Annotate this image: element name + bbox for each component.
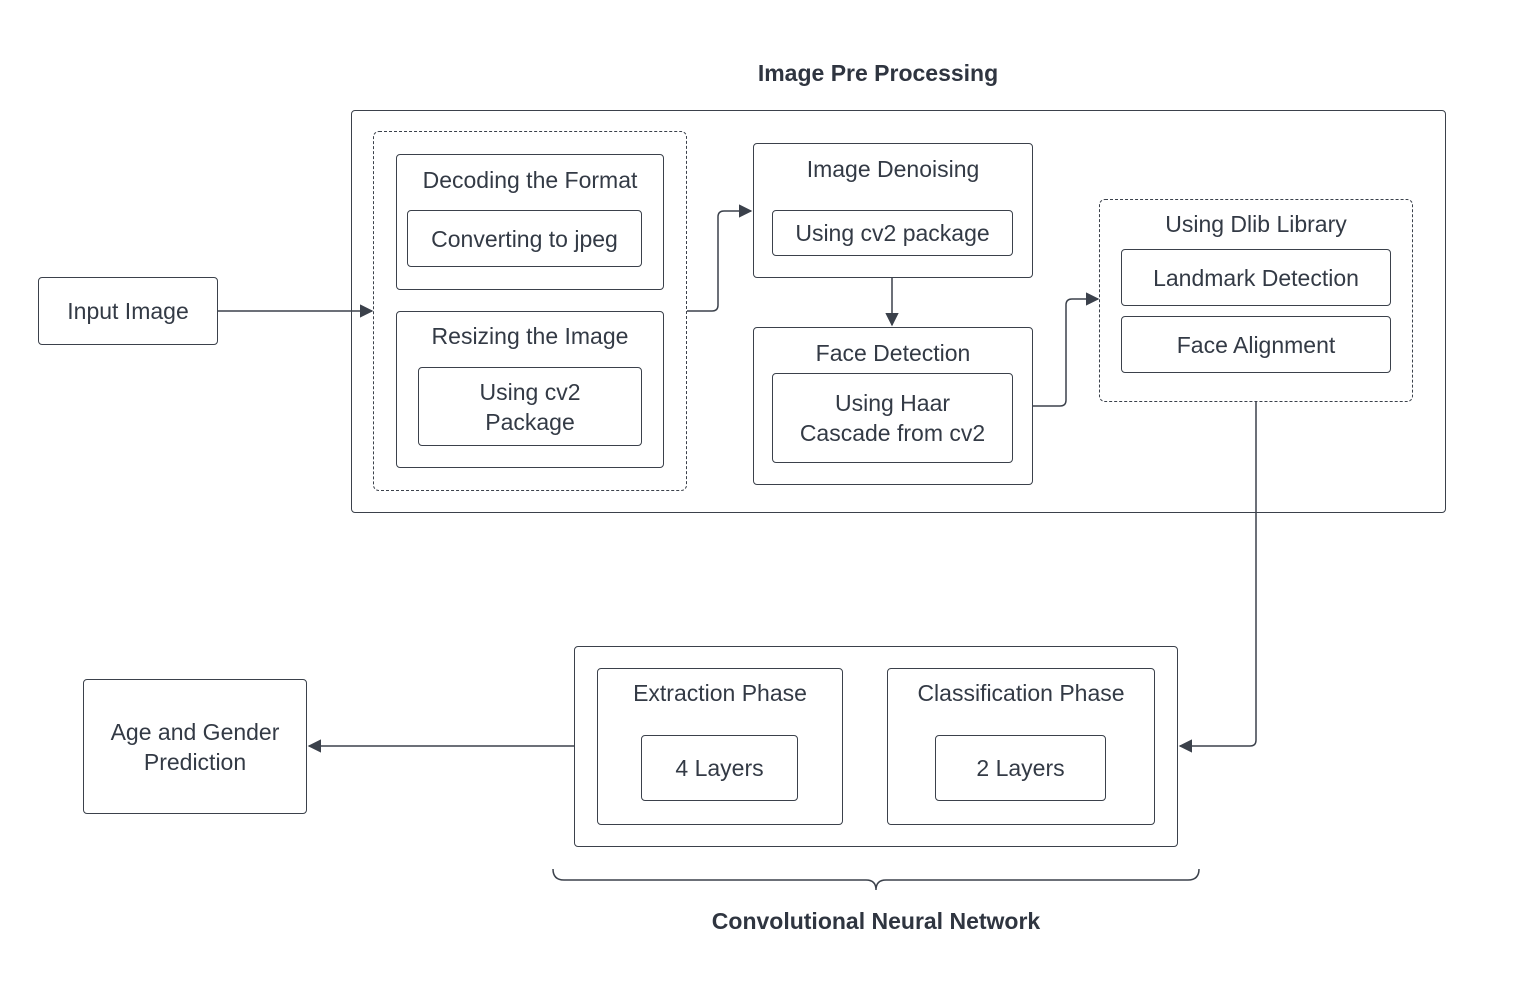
- prediction-line2: Prediction: [143, 748, 247, 775]
- dlib-group: [1099, 199, 1413, 402]
- denoising-label: Image Denoising: [806, 156, 980, 182]
- haar-line1: Using Haar: [834, 390, 951, 416]
- preprocessing-container: [351, 110, 1446, 513]
- extraction-layers-node[interactable]: 4 Layers: [641, 735, 798, 801]
- classification-layers-node[interactable]: 2 Layers: [935, 735, 1106, 801]
- cnn-container: [574, 646, 1178, 847]
- face-detection-label: Face Detection: [815, 340, 971, 366]
- landmark-detection-node[interactable]: Landmark Detection: [1121, 249, 1391, 306]
- resizing-cv2-node[interactable]: Using cv2 Package: [418, 367, 642, 446]
- haar-line2: Cascade from cv2: [799, 420, 986, 446]
- preprocessing-title: Image Pre Processing: [757, 60, 999, 86]
- format-resize-group: [373, 131, 687, 491]
- cnn-title: Convolutional Neural Network: [711, 908, 1041, 934]
- decoding-label: Decoding the Format: [422, 167, 638, 193]
- extraction-label: Extraction Phase: [633, 680, 807, 706]
- haar-cascade-node[interactable]: Using Haar Cascade from cv2: [772, 373, 1013, 463]
- dlib-label: Using Dlib Library: [1165, 211, 1347, 237]
- input-image-node[interactable]: Input Image: [38, 277, 218, 345]
- arrow-face-detection-to-dlib: [1033, 292, 1100, 407]
- converting-node[interactable]: Converting to jpeg: [407, 210, 642, 267]
- cnn-brace: [552, 868, 1200, 891]
- arrow-dlib-to-cnn: [1178, 401, 1257, 753]
- prediction-node[interactable]: Age and Gender Prediction: [83, 679, 307, 814]
- resizing-cv2-line1: Using cv2: [479, 378, 581, 405]
- prediction-line1: Age and Gender: [110, 718, 280, 745]
- arrow-format-group-to-denoising: [687, 204, 753, 312]
- resizing-cv2-line2: Package: [485, 408, 575, 435]
- classification-label: Classification Phase: [917, 680, 1125, 706]
- resizing-label: Resizing the Image: [431, 323, 629, 349]
- denoising-cv2-node[interactable]: Using cv2 package: [772, 210, 1013, 256]
- face-alignment-node[interactable]: Face Alignment: [1121, 316, 1391, 373]
